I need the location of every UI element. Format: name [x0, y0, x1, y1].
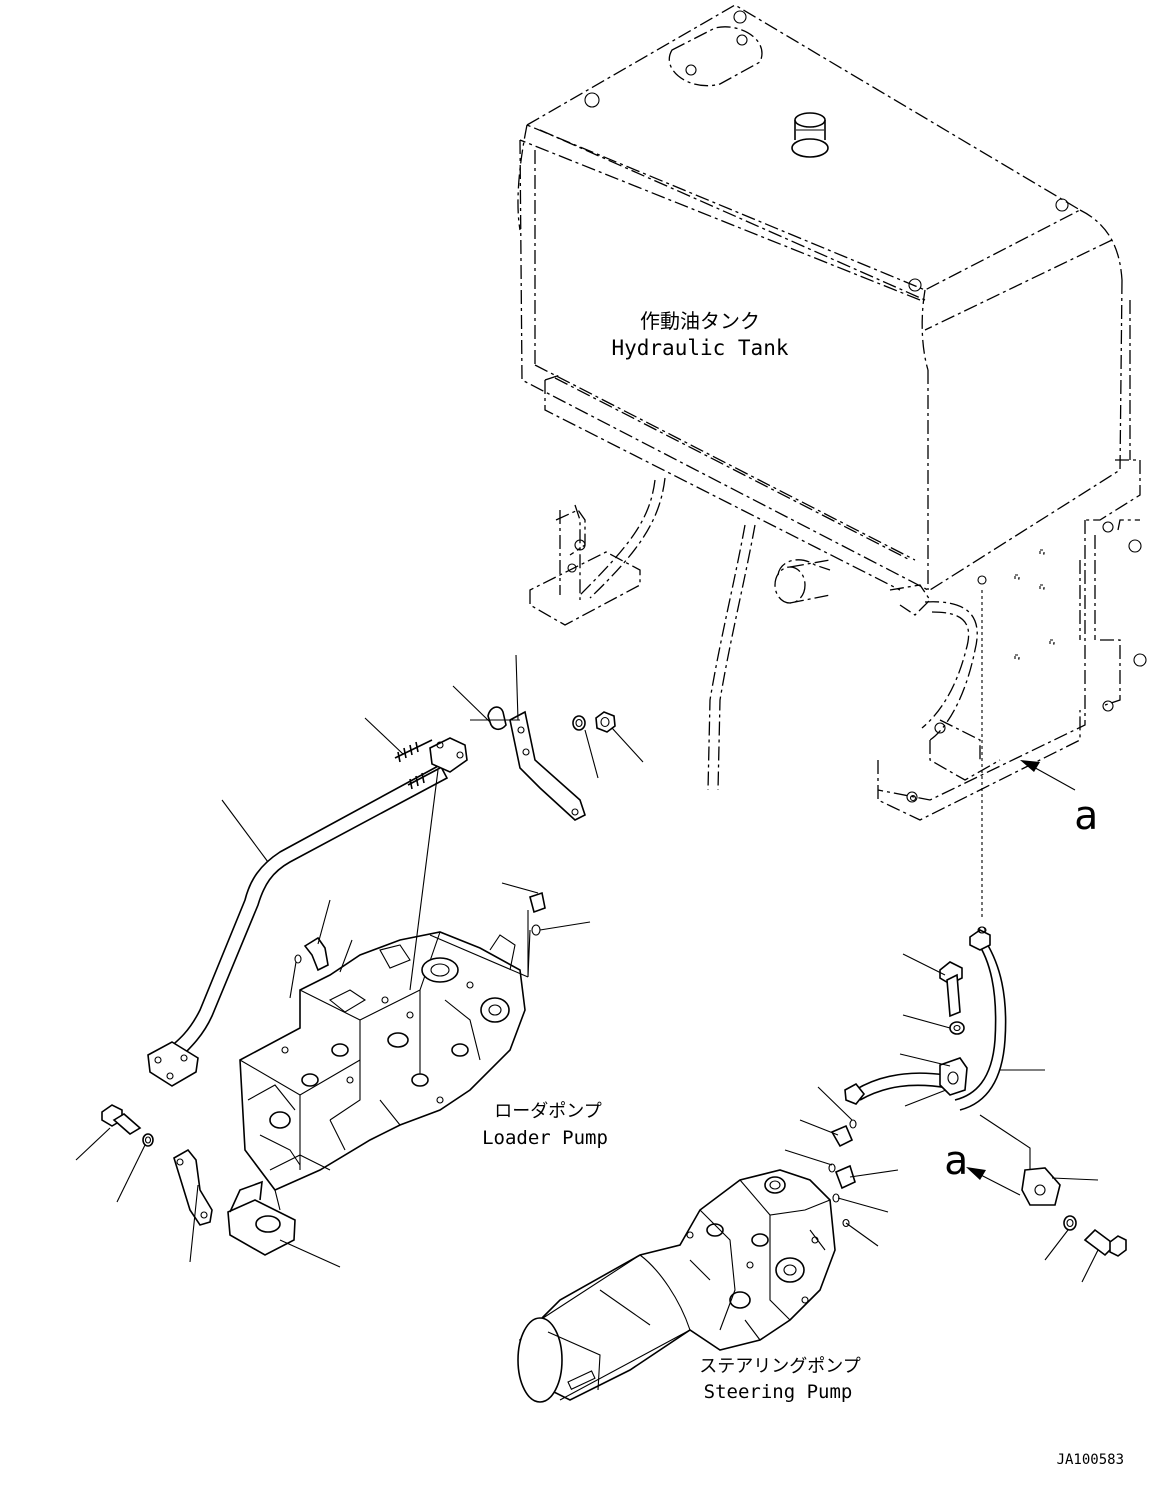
drawing-number: JA100583: [1057, 1452, 1124, 1468]
loader-pump-label-jp: ローダポンプ: [494, 1101, 601, 1122]
tank-frame: [529, 459, 1147, 821]
tank-label-jp: 作動油タンク: [640, 309, 760, 333]
hydraulic-tank: [517, 4, 1131, 591]
steering-pump-label-en: Steering Pump: [704, 1381, 853, 1403]
loader-pump-label-en: Loader Pump: [482, 1127, 608, 1149]
tank-label-en: Hydraulic Tank: [611, 336, 788, 360]
loader-suction-pipe: [101, 706, 616, 1256]
steering-pump: [517, 1169, 836, 1403]
steering-suction-hose: [828, 926, 1127, 1257]
view-a-label-lower: a: [944, 1138, 968, 1184]
loader-pump: [239, 931, 526, 1211]
leader-lines: [75, 590, 1099, 1283]
steering-pump-label-jp: ステアリングポンプ: [699, 1356, 860, 1377]
view-a-label-upper: a: [1074, 793, 1098, 839]
